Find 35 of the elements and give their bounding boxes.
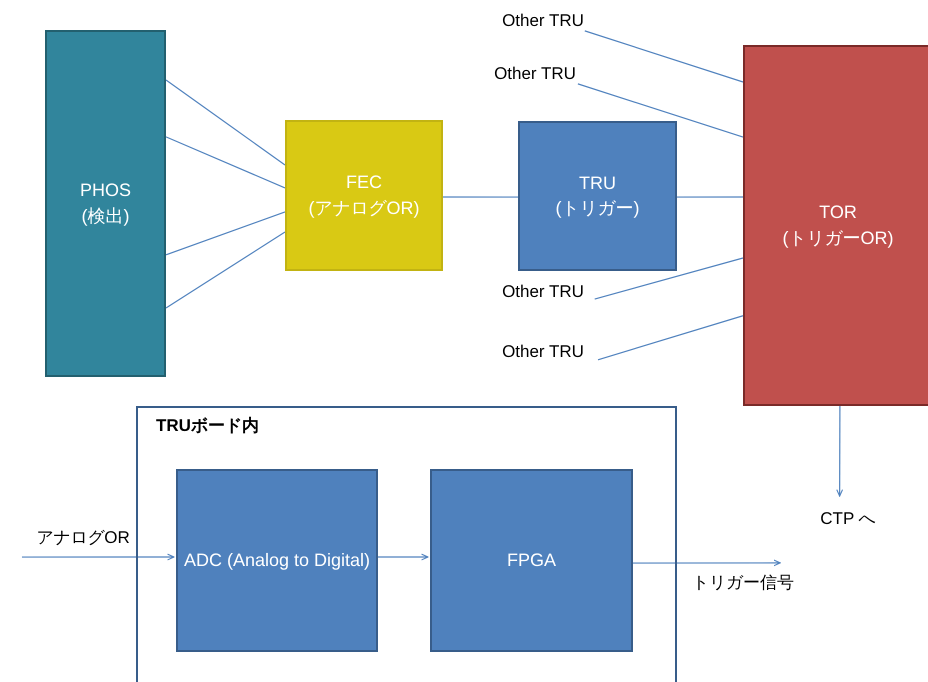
arrow: [631, 560, 781, 566]
group-heading: TRUボード内: [156, 415, 259, 437]
connector-line: [578, 83, 744, 138]
text-label: アナログOR: [36, 527, 130, 550]
process-box: [743, 45, 928, 406]
connector-line: [584, 30, 744, 83]
text-label: トリガー信号: [692, 572, 794, 594]
process-box: [176, 469, 378, 652]
connector-line: [166, 211, 286, 256]
arrow: [836, 406, 844, 497]
arrow: [22, 554, 175, 560]
text-label: Other TRU: [502, 341, 584, 364]
box-label: ADC (Analog to Digital): [184, 548, 370, 572]
connector-line: [166, 79, 286, 166]
connector-line: [443, 196, 518, 198]
process-box: [430, 469, 633, 652]
box-label: TRU (トリガー): [554, 172, 640, 220]
box-label: TOR (トリガーOR): [782, 201, 894, 250]
process-box: [285, 120, 443, 271]
board-frame: [136, 406, 677, 682]
process-box: [518, 121, 677, 271]
text-label: Other TRU: [502, 10, 584, 32]
box-label: PHOS (検出): [78, 179, 132, 228]
arrow: [376, 554, 429, 560]
text-label: Other TRU: [494, 63, 576, 86]
process-box: [45, 30, 166, 377]
connector-line: [166, 232, 286, 308]
text-label: CTP へ: [820, 508, 876, 530]
connector-line: [594, 257, 744, 300]
text-label: Other TRU: [502, 281, 584, 304]
connector-line: [598, 315, 744, 360]
box-label: FPGA: [506, 548, 556, 572]
connector-line: [166, 136, 286, 188]
box-label: FEC (アナログOR): [308, 171, 420, 220]
connector-line: [677, 196, 743, 198]
